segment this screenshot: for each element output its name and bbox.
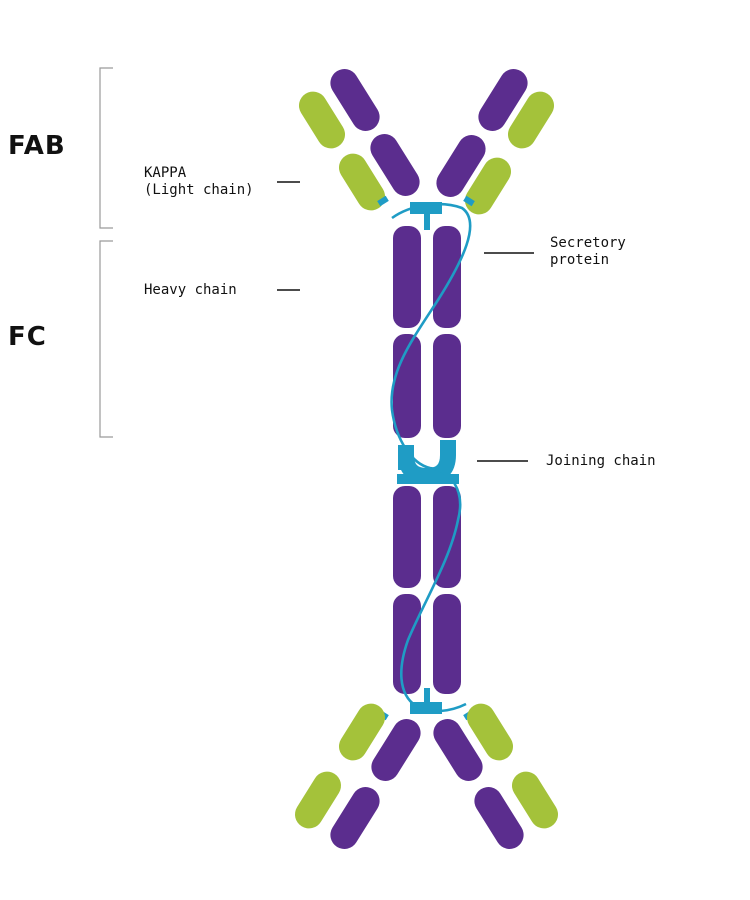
joining-chain-label: Joining chain [546,453,656,469]
bottom-right-light-chain [466,703,559,829]
joining-chain-bar [397,474,459,484]
kappa-label-line1: KAPPA [144,165,187,181]
heavy-chain-label: Heavy chain [144,282,237,298]
secretory-protein-label: Secretory protein [550,235,626,269]
kappa-label-line2: (Light chain) [144,182,254,198]
top-right-heavy-arm [436,69,528,197]
secretory-label-line2: protein [550,252,610,268]
fc-bracket [99,240,113,438]
secretory-label-line1: Secretory [550,235,626,251]
bottom-monomer [294,486,559,849]
bottom-fc-stems [393,486,461,694]
top-left-heavy-arm [330,69,420,196]
top-monomer [298,69,555,438]
leader-lines [277,181,534,462]
top-fc-stems [393,226,461,438]
bottom-hinge [377,688,475,721]
secretory-protein-strand [390,202,472,713]
fab-bracket [99,67,113,229]
bottom-right-heavy-arm [433,719,524,849]
kappa-light-chain-label: KAPPA (Light chain) [144,165,254,199]
top-right-light-chain [464,91,555,215]
bottom-left-heavy-arm [330,719,421,849]
top-left-light-chain [298,91,386,211]
fc-label: FC [8,322,47,352]
bottom-left-light-chain [294,703,386,829]
fab-label: FAB [8,131,66,161]
top-hinge [377,195,475,230]
